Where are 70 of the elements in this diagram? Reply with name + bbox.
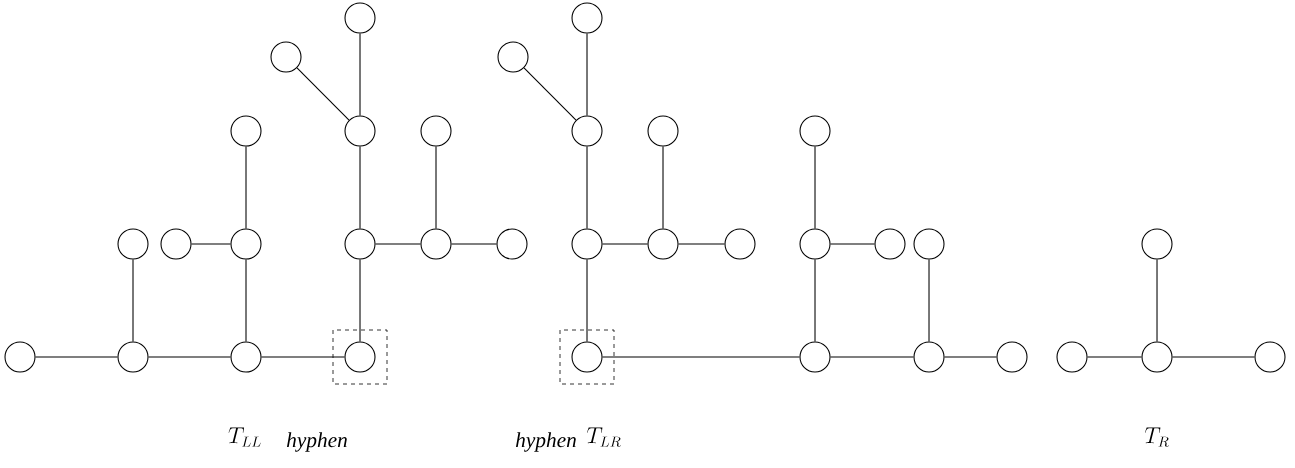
- tree-node: [799, 228, 831, 260]
- tree-node: [117, 341, 149, 373]
- tree-node: [724, 228, 756, 260]
- edge-line: [1087, 356, 1142, 358]
- edge-line: [586, 33, 588, 116]
- tree-node: [344, 341, 376, 373]
- tree-node: [571, 341, 603, 373]
- tree-node: [1141, 228, 1173, 260]
- tree-node: [117, 228, 149, 260]
- tree-node: [1254, 341, 1286, 373]
- tree-node: [230, 115, 262, 147]
- tree-label: $T_{LL}$: [228, 427, 261, 447]
- edge-line: [830, 356, 914, 358]
- tree-node: [1056, 341, 1088, 373]
- edge-line: [191, 243, 231, 245]
- edge-line: [814, 146, 816, 229]
- tree-node: [420, 228, 452, 260]
- tree-node: [571, 2, 603, 34]
- tree-node: [344, 228, 376, 260]
- tree-node: [420, 115, 452, 147]
- edge-line: [523, 67, 577, 121]
- edge-line: [359, 146, 361, 229]
- tree-label: $T_{LR}$: [587, 427, 621, 447]
- edge-line: [296, 67, 350, 121]
- edge-line: [132, 259, 134, 342]
- edge-line: [944, 356, 997, 358]
- edge-line: [1172, 356, 1255, 358]
- edge-line: [375, 243, 421, 245]
- edge-line: [245, 259, 247, 342]
- tree-node: [571, 228, 603, 260]
- edge-line: [928, 259, 930, 342]
- tree-node: [913, 228, 945, 260]
- edge-line: [35, 356, 118, 358]
- tree-node: [344, 115, 376, 147]
- tree-node: [4, 341, 36, 373]
- tree-node: [799, 115, 831, 147]
- edge-line: [586, 259, 588, 342]
- tree-node: [913, 341, 945, 373]
- edge-line: [830, 243, 875, 245]
- edge-line: [435, 146, 437, 229]
- tree-node: [571, 115, 603, 147]
- tree-node: [1141, 341, 1173, 373]
- tree-node: [496, 228, 528, 260]
- edge-line: [662, 146, 664, 229]
- tree-node: [270, 41, 302, 73]
- tree-node: [497, 41, 529, 73]
- tree-node: [647, 115, 679, 147]
- tree-node: [996, 341, 1028, 373]
- edge-line: [148, 356, 231, 358]
- tree-node: [344, 2, 376, 34]
- edge-line: [678, 243, 725, 245]
- edge-line: [814, 259, 816, 342]
- tree-node: [230, 341, 262, 373]
- edge-line: [359, 33, 361, 116]
- edge-line: [451, 243, 497, 245]
- tree-node: [799, 341, 831, 373]
- tree-node: [230, 228, 262, 260]
- tree-node: [647, 228, 679, 260]
- tree-label: hyphen: [516, 432, 576, 452]
- edge-line: [359, 259, 361, 342]
- edge-line: [261, 356, 345, 358]
- edge-line: [586, 146, 588, 229]
- tree-node: [160, 228, 192, 260]
- tree-node: [874, 228, 906, 260]
- edge-line: [1156, 259, 1158, 342]
- edge-line: [602, 356, 800, 358]
- edge-line: [245, 146, 247, 229]
- tree-label: $T_R$: [1145, 427, 1169, 447]
- tree-label: hyphen: [287, 432, 347, 452]
- edge-line: [602, 243, 648, 245]
